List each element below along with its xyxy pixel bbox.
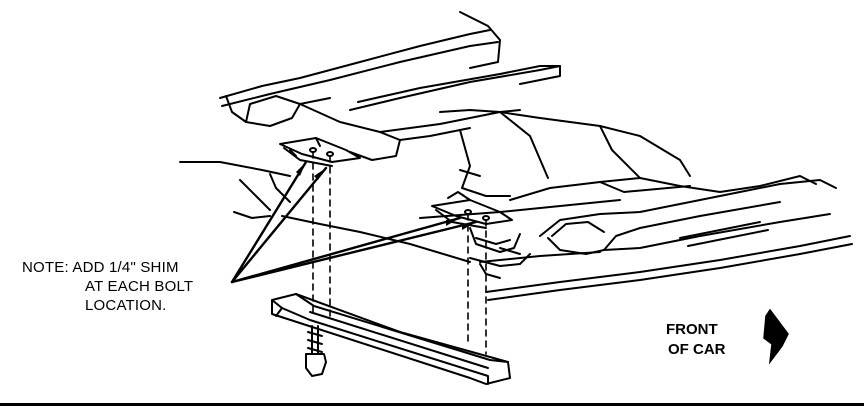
- bottom-rule: [0, 403, 864, 406]
- front-label-line-2: OF CAR: [668, 341, 726, 358]
- wheel-arc: [233, 211, 471, 263]
- shim-crossmember: [271, 293, 511, 385]
- front-direction-arrow-icon: [763, 308, 789, 365]
- note-line-1: NOTE: ADD 1/4" SHIM: [22, 259, 179, 276]
- front-label-line-1: FRONT: [666, 321, 718, 338]
- note-leader-lines: [230, 160, 478, 284]
- rear-mount-bracket: [279, 137, 361, 167]
- upper-frame-rail: [219, 11, 561, 161]
- shim-note: NOTE: ADD 1/4" SHIM AT EACH BOLT LOCATIO…: [22, 258, 262, 315]
- lower-frame-rail: [419, 179, 853, 301]
- note-line-3: LOCATION.: [85, 297, 167, 314]
- leader-arrowheads: [296, 162, 476, 230]
- bolt-alignment-lines: [312, 151, 487, 355]
- front-mount-bracket: [431, 191, 531, 279]
- bolt-icon: [305, 325, 327, 377]
- front-of-car-label: FRONT OF CAR: [666, 320, 756, 360]
- note-line-2: AT EACH BOLT: [85, 278, 194, 295]
